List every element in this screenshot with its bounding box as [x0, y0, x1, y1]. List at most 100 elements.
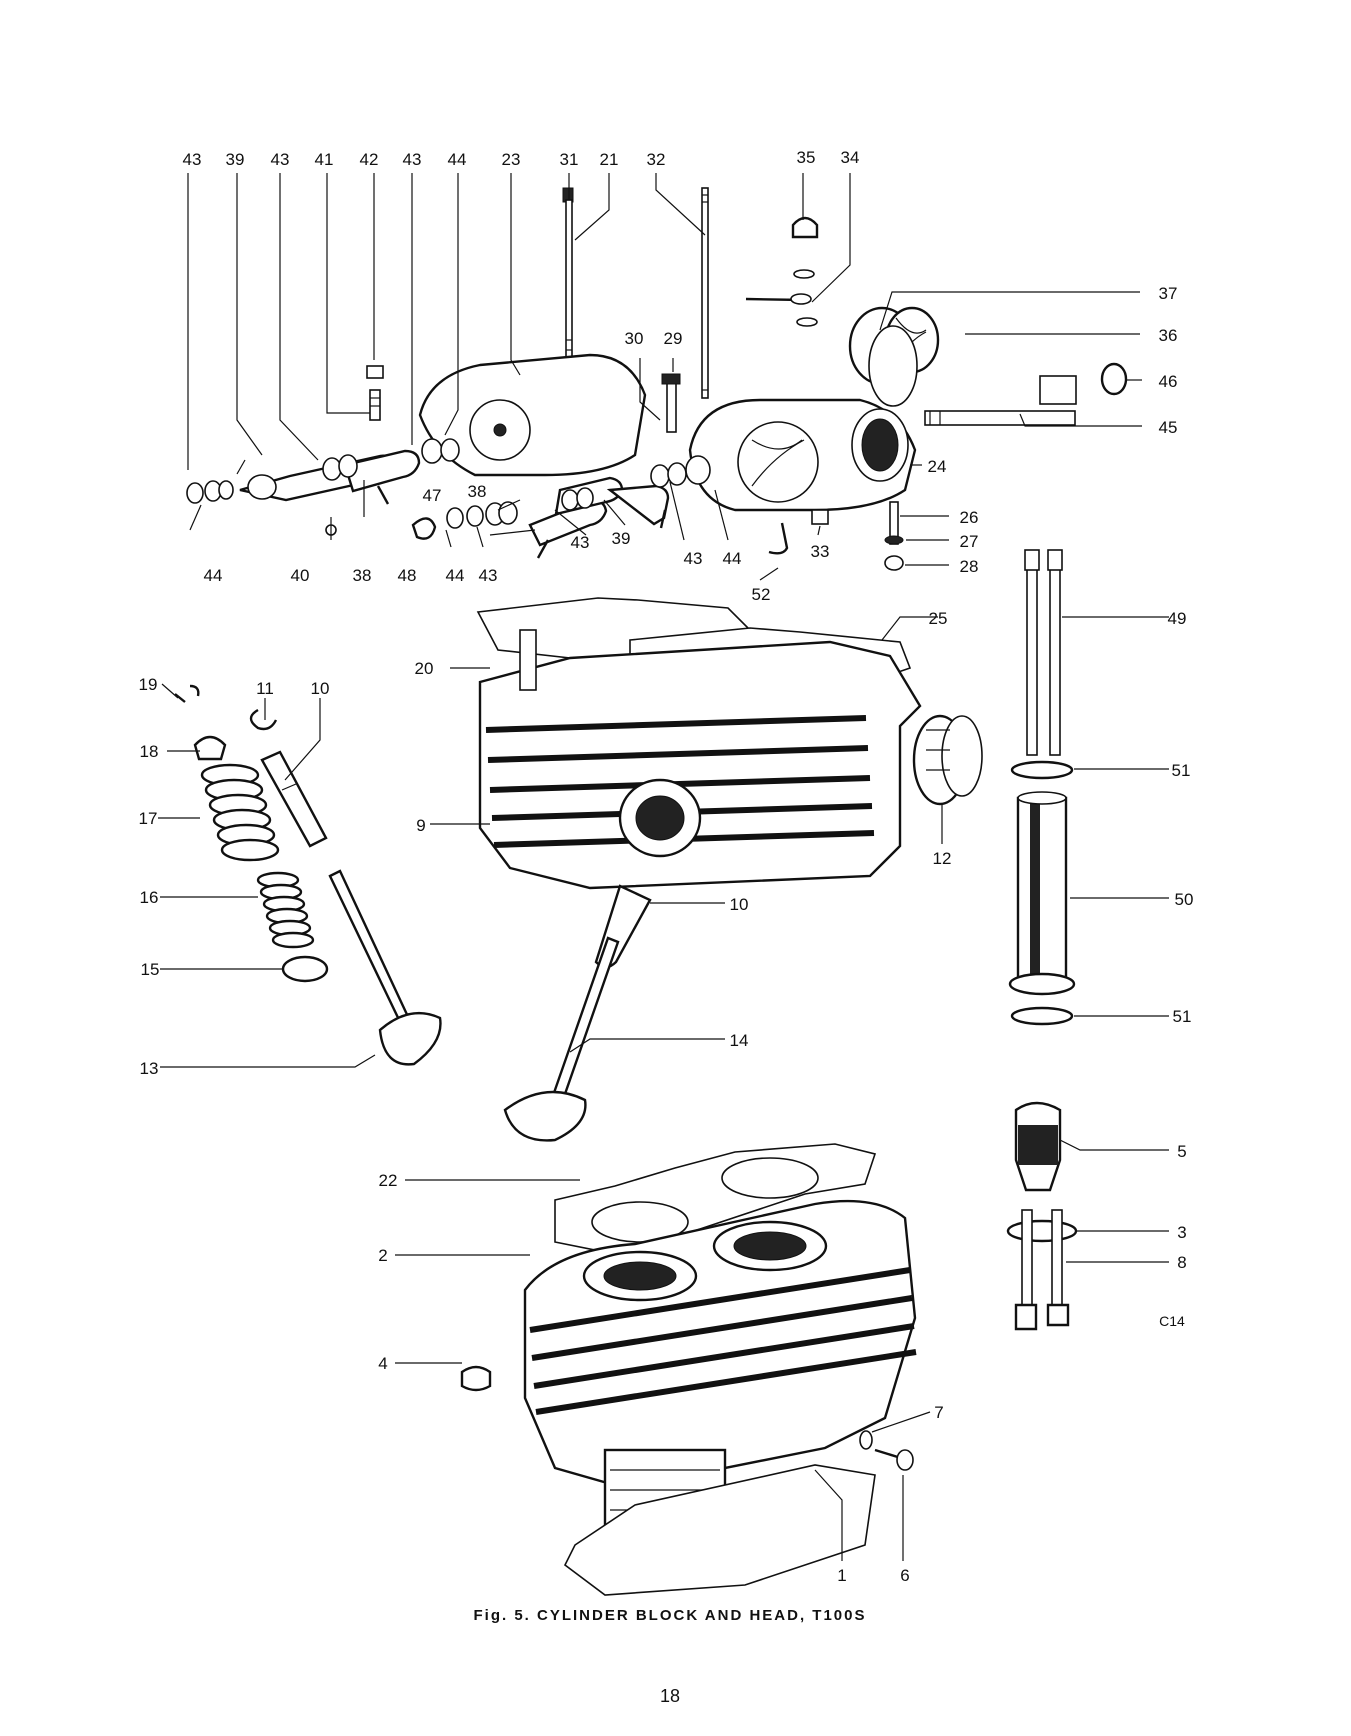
part-drawings [174, 187, 1128, 1596]
callout-29: 29 [664, 329, 683, 348]
callout-20: 20 [415, 659, 434, 678]
callout-7: 7 [934, 1403, 943, 1422]
callout-31: 31 [560, 150, 579, 169]
callout-43: 43 [271, 150, 290, 169]
rocker-arm-center [528, 476, 670, 559]
callout-22: 22 [379, 1171, 398, 1190]
base-flange-1 [563, 1464, 876, 1596]
callout-48: 48 [398, 566, 417, 585]
leader-lines [158, 173, 1169, 1561]
clip-52 [768, 522, 789, 555]
callout-6: 6 [900, 1566, 909, 1585]
callout-19: 19 [139, 675, 158, 694]
callout-21: 21 [600, 150, 619, 169]
callout-9: 9 [416, 816, 425, 835]
washers-34 [745, 269, 818, 327]
oil-feed-pipe-45 [924, 375, 1077, 426]
pushrods-49 [1024, 549, 1063, 756]
callout-5: 5 [1177, 1142, 1186, 1161]
callout-47: 47 [423, 486, 442, 505]
callout-30: 30 [625, 329, 644, 348]
callout-43: 43 [403, 150, 422, 169]
callout-52: 52 [752, 585, 771, 604]
callout-38: 38 [353, 566, 372, 585]
valve-14 [503, 936, 620, 1142]
bolt-26-27-28 [884, 501, 904, 571]
head-bolt-31 [562, 187, 574, 369]
callout-50: 50 [1175, 890, 1194, 909]
cylinder-block-2 [523, 1199, 917, 1542]
callout-37: 37 [1159, 284, 1178, 303]
seal-51-upper [1010, 760, 1074, 780]
callout-43: 43 [183, 150, 202, 169]
callout-39: 39 [612, 529, 631, 548]
rocker-box-23 [418, 353, 647, 477]
callout-11: 11 [256, 679, 274, 698]
washer-7 [859, 1430, 873, 1450]
rocker-washers-left [186, 438, 460, 504]
callout-42: 42 [360, 150, 379, 169]
figure-code: C14 [1159, 1313, 1185, 1329]
callout-15: 15 [141, 960, 160, 979]
callout-27: 27 [960, 532, 979, 551]
valve-guide-10-left [260, 750, 328, 848]
o-ring-37 [868, 325, 918, 407]
nut-42 [366, 365, 384, 379]
callout-39: 39 [226, 150, 245, 169]
pushrod-tube-50 [1008, 791, 1076, 996]
spring-seat-15 [281, 955, 329, 983]
nut-4 [460, 1365, 492, 1392]
callout-32: 32 [647, 150, 666, 169]
callout-38: 38 [468, 482, 487, 501]
callout-23: 23 [502, 150, 521, 169]
callout-44: 44 [723, 549, 742, 568]
callout-12: 12 [933, 849, 952, 868]
seal-51-lower [1010, 1006, 1074, 1026]
acorn-nut-35 [791, 216, 819, 239]
callout-25: 25 [929, 609, 948, 628]
callout-26: 26 [960, 508, 979, 527]
callout-35: 35 [797, 148, 816, 167]
rocker-washers-center [411, 455, 711, 540]
callout-8: 8 [1177, 1253, 1186, 1272]
callout-10: 10 [730, 895, 749, 914]
callout-4: 4 [378, 1354, 387, 1373]
callout-18: 18 [140, 742, 159, 761]
callout-46: 46 [1159, 372, 1178, 391]
outer-spring-17 [200, 763, 280, 862]
callout-36: 36 [1159, 326, 1178, 345]
callout-2: 2 [378, 1246, 387, 1265]
callout-14: 14 [730, 1031, 749, 1050]
callout-43: 43 [479, 566, 498, 585]
callout-43: 43 [571, 533, 590, 552]
callout-34: 34 [841, 148, 860, 167]
o-ring-3 [1006, 1219, 1078, 1243]
stud-33 [811, 509, 829, 525]
callout-40: 40 [291, 566, 310, 585]
callout-17: 17 [139, 809, 158, 828]
callout-13: 13 [140, 1059, 159, 1078]
washer-46 [1100, 362, 1128, 396]
stud-30-29 [661, 373, 681, 433]
valve-13 [328, 869, 442, 1066]
tappets-8 [1014, 1209, 1070, 1331]
inner-spring-16 [256, 871, 315, 949]
callout-44: 44 [446, 566, 465, 585]
screw-6 [874, 1448, 914, 1471]
callout-51: 51 [1173, 1007, 1192, 1026]
cylinder-head-9 [478, 629, 922, 890]
callout-33: 33 [811, 542, 830, 561]
rocker-arm-38-left [343, 449, 421, 505]
collets-19 [174, 684, 200, 703]
callout-10: 10 [311, 679, 330, 698]
tappet-guide-5 [1014, 1101, 1062, 1192]
rocker-box-24 [688, 398, 917, 512]
callout-labels: 43 39 43 41 42 43 44 23 31 21 32 35 34 3… [139, 148, 1194, 1585]
figure-caption: Fig. 5. CYLINDER BLOCK AND HEAD, T100S [474, 1607, 867, 1624]
page-number: 18 [660, 1686, 680, 1706]
stud-41 [369, 389, 381, 421]
callout-3: 3 [1177, 1223, 1186, 1242]
collar-18 [193, 735, 227, 761]
callout-45: 45 [1159, 418, 1178, 437]
